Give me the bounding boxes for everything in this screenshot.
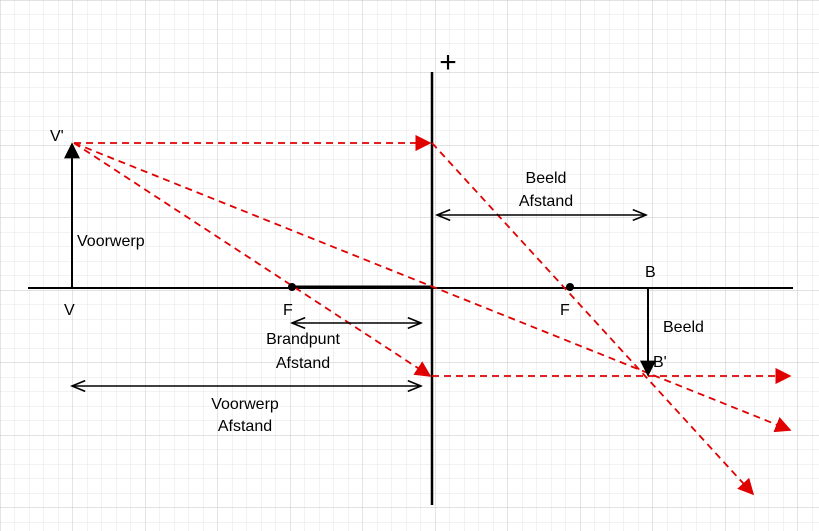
label-focal-distance-2: Afstand <box>276 355 330 372</box>
label-image-base: B <box>645 264 656 281</box>
label-object-base: V <box>64 302 75 319</box>
label-object-distance-2: Afstand <box>218 418 272 435</box>
label-image: Beeld <box>663 319 704 336</box>
rays <box>73 134 792 496</box>
label-image-distance-1: Beeld <box>526 170 567 187</box>
focal-point-right <box>566 283 574 291</box>
label-focal-left: F <box>283 302 293 319</box>
ray-parallel-refracted <box>431 142 755 496</box>
label-image-distance-2: Afstand <box>519 193 573 210</box>
label-focal-distance-1: Brandpunt <box>266 331 340 348</box>
lens-plus-sign: + <box>439 46 457 79</box>
label-object-distance-1: Voorwerp <box>211 396 279 413</box>
label-focal-right: F <box>560 302 570 319</box>
ray-central <box>73 142 792 433</box>
ray-focal-incident <box>73 142 432 377</box>
label-object-top: V' <box>50 128 64 145</box>
focal-point-left <box>288 283 296 291</box>
label-object: Voorwerp <box>77 233 145 250</box>
label-image-tip: B' <box>653 354 667 371</box>
